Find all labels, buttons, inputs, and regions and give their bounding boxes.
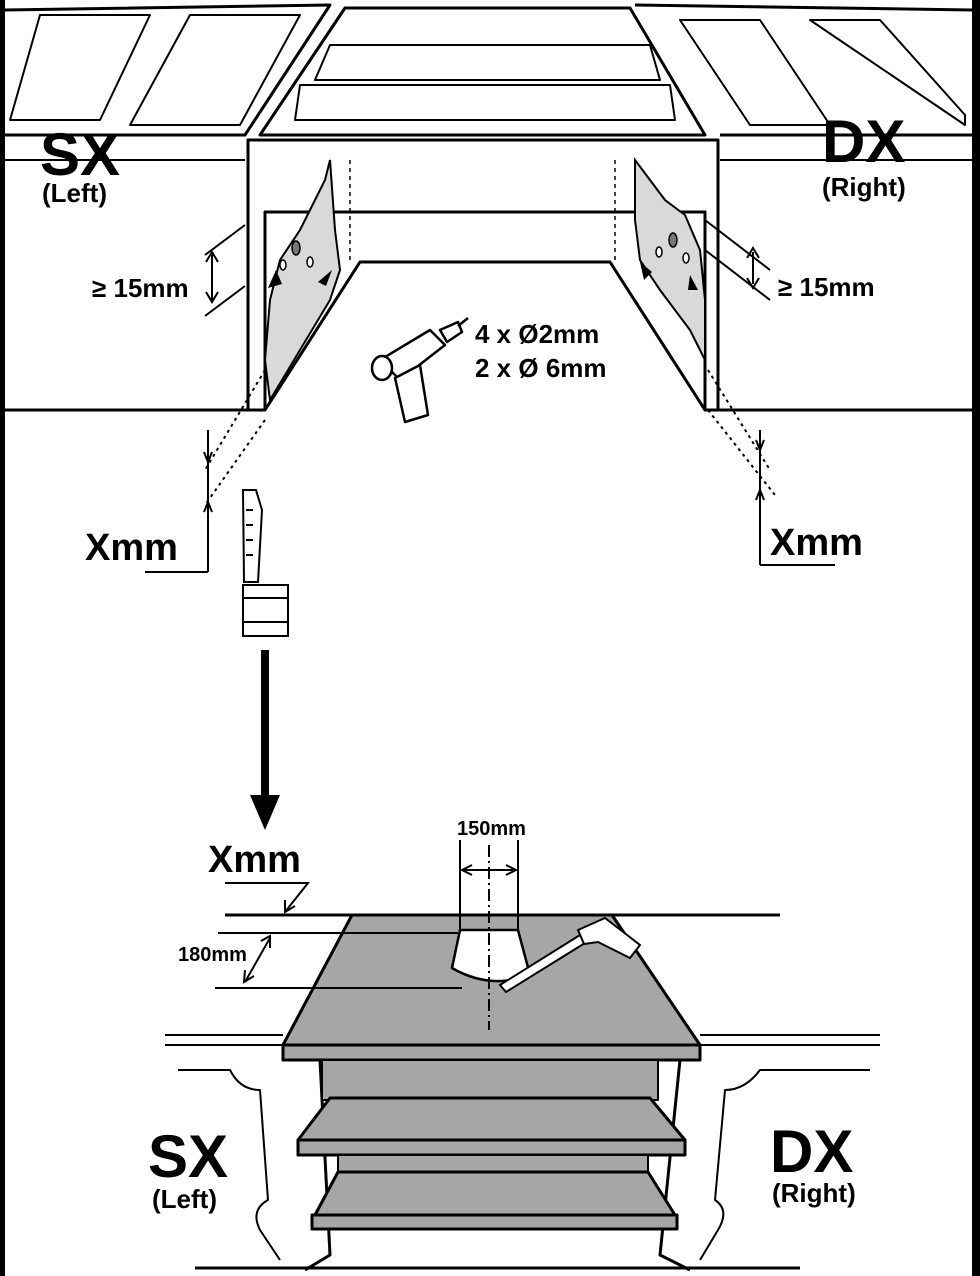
- left-side-door-panel: [178, 1069, 281, 1261]
- top-right-side-label: DX: [822, 108, 905, 175]
- cutout-width-label: 150mm: [457, 818, 526, 840]
- shelf-back-2: [337, 1154, 649, 1174]
- right-gap-dimension: [704, 219, 771, 301]
- recess-shelf-1: [314, 44, 661, 81]
- left-xmm-dimension: [145, 369, 266, 573]
- bottom-xmm-label: Xmm: [208, 839, 301, 881]
- recess-shelf-2: [294, 84, 676, 121]
- drill-icon: [370, 317, 469, 424]
- saw-icon: [498, 916, 642, 994]
- shelf-1: [296, 1096, 687, 1142]
- shelf-1-edge: [296, 1138, 687, 1157]
- top-cabinet-illustration: [4, 3, 973, 412]
- right-door-panel-1: [679, 19, 831, 126]
- bottom-left-side-label: SX: [148, 1123, 228, 1190]
- transition-arrow-icon: [250, 650, 280, 830]
- shelf-2-edge: [310, 1213, 679, 1231]
- right-min-gap-label: ≥ 15mm: [778, 272, 875, 302]
- recess-back-opening: [263, 210, 707, 412]
- right-side-panel-shade: [634, 157, 706, 361]
- recess-top-opening: [258, 6, 707, 137]
- right-xmm-dimension: [707, 369, 835, 566]
- left-gap-dimension: [204, 224, 246, 317]
- bottom-right-side-sublabel: (Right): [772, 1178, 856, 1208]
- right-side-door-panel: [699, 1069, 870, 1261]
- left-upper-door-frame: [4, 3, 332, 137]
- left-door-panel-1: [9, 14, 151, 121]
- right-xmm-label: Xmm: [770, 522, 863, 564]
- top-left-side-label: SX: [40, 121, 120, 188]
- left-side-panel-shade: [263, 159, 342, 403]
- bottom-cabinet-illustration: [165, 913, 880, 1272]
- left-door-panel-2: [129, 14, 301, 126]
- bottom-right-side-label: DX: [770, 1118, 853, 1185]
- bottom-left-side-sublabel: (Left): [152, 1184, 217, 1214]
- left-min-gap-label: ≥ 15mm: [92, 273, 189, 303]
- top-right-side-sublabel: (Right): [822, 172, 906, 202]
- right-door-panel-2: [809, 19, 966, 126]
- right-arrow-mark: [640, 262, 698, 290]
- shelf-2: [313, 1170, 677, 1217]
- cutout-dimensions: [215, 840, 519, 1030]
- drill-spec-1: 4 x Ø2mm: [475, 319, 599, 349]
- right-hinge-holes: [655, 232, 690, 264]
- left-hinge-holes: [279, 240, 314, 271]
- left-xmm-label: Xmm: [85, 527, 178, 569]
- right-upper-door-frame: [634, 3, 973, 137]
- drill-spec-2: 2 x Ø 6mm: [475, 353, 607, 383]
- worktop-front-edge: [281, 1043, 702, 1062]
- tape-measure-icon: [241, 489, 289, 637]
- top-left-side-sublabel: (Left): [42, 178, 107, 208]
- inner-back: [321, 1059, 659, 1101]
- cutout-depth-label: 180mm: [178, 944, 247, 966]
